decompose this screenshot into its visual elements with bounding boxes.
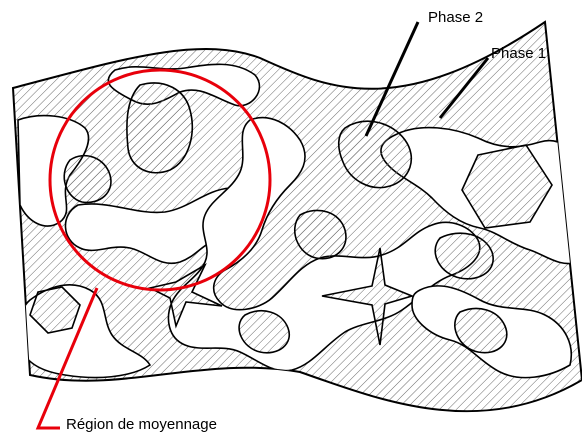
- phase1-label: Phase 1: [491, 46, 546, 61]
- averaging-region-label: Région de moyennage: [66, 417, 217, 432]
- phase1-particle: [127, 83, 192, 173]
- phase2-label: Phase 2: [428, 10, 483, 25]
